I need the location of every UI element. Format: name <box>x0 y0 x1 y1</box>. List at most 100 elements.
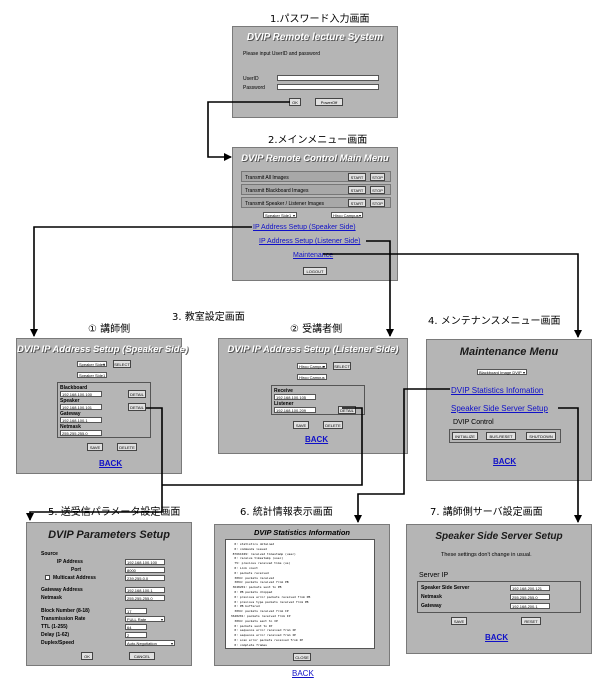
start-speaker-listener-button[interactable]: START <box>348 199 366 207</box>
listener-save-button[interactable]: SAVE <box>293 421 309 429</box>
password-label: Password <box>243 85 265 91</box>
speaker-netmask-input[interactable]: 255.255.255.0 <box>60 430 102 436</box>
server-gateway-input[interactable]: 192.168.200.1 <box>510 603 550 609</box>
server-setup-title: Speaker Side Server Setup <box>435 531 563 542</box>
server-back-link[interactable]: BACK <box>485 633 509 642</box>
delay-label: Delay (1-62) <box>41 632 70 638</box>
stop-blackboard-button[interactable]: STOP <box>370 186 385 194</box>
link-server-setup[interactable]: Speaker Side Server Setup <box>451 404 548 413</box>
listener-ip-setup-panel: DVIP IP Address Setup (Listener Side) Hi… <box>218 338 408 454</box>
speaker-select-button[interactable]: SELECT <box>113 360 131 368</box>
transmission-rate-select[interactable]: FULL Rate <box>125 616 165 622</box>
start-blackboard-button[interactable]: START <box>348 186 366 194</box>
speaker-save-button[interactable]: SAVE <box>87 443 103 451</box>
multicast-input[interactable]: 239.255.0.0 <box>125 575 165 581</box>
server-reset-button[interactable]: RESET <box>521 617 541 625</box>
source-label: Source <box>41 551 58 557</box>
password-input[interactable] <box>277 84 379 90</box>
caption-stats-screen: 6. 統計情報表示画面 <box>240 507 333 518</box>
speaker-address-group: Blackboard 192.168.100.100 DETAIL Speake… <box>57 382 151 438</box>
speaker-ip-input[interactable]: 192.168.100.101 <box>60 404 102 410</box>
blackboard-detail-button[interactable]: DETAIL <box>128 390 146 398</box>
speaker-setup-select[interactable]: Speaker Side1 <box>77 361 107 367</box>
login-panel: DVIP Remote lecture System Please input … <box>232 26 398 118</box>
delay-input[interactable]: 2 <box>125 632 147 638</box>
listener-label: Listener <box>274 401 294 407</box>
maintenance-title: Maintenance Menu <box>459 346 559 358</box>
server-note: These settings don't change in usual. <box>441 552 532 558</box>
blackboard-ip-input[interactable]: 192.168.100.100 <box>60 391 102 397</box>
gateway-address-label: Gateway Address <box>41 587 83 593</box>
server-setup-panel: Speaker Side Server Setup These settings… <box>406 524 592 654</box>
listener-detail-button[interactable]: DETAIL <box>338 406 356 414</box>
poweroff-button[interactable]: PowerOff <box>315 98 343 106</box>
caption-params-screen: 5. 送受信パラメータ設定画面 <box>48 507 181 518</box>
source-ip-input[interactable]: 192.168.100.100 <box>125 559 165 565</box>
receive-ip-input[interactable]: 192.168.100.105 <box>274 394 316 400</box>
maintenance-dvip-select[interactable]: Blackboard Image DVIP <box>477 369 527 375</box>
ttl-label: TTL (1-255) <box>41 624 68 630</box>
params-cancel-button[interactable]: CANCEL <box>129 652 155 660</box>
listener-select-button[interactable]: SELECT <box>333 362 351 370</box>
duplex-speed-label: Duplex/Speed <box>41 640 75 646</box>
server-ip-group: Speaker Side Server 192.168.200.121 Netm… <box>417 581 581 613</box>
server-save-button[interactable]: SAVE <box>451 617 467 625</box>
link-ip-setup-listener[interactable]: IP Address Setup (Listener Side) <box>259 238 361 245</box>
listener-back-link[interactable]: BACK <box>305 435 329 444</box>
stats-panel: DVIP Statistics Information 0: statistic… <box>214 524 390 666</box>
caption-classroom-setup-screen: 3. 教室設定画面 <box>172 312 245 323</box>
transmission-rate-label: Transmission Rate <box>41 616 86 622</box>
initialize-button[interactable]: INITIALIZE <box>452 432 478 440</box>
caption-main-menu-screen: 2.メインメニュー画面 <box>268 135 368 146</box>
dvip-control-group: INITIALIZE BUS-RESET SHUTDOWN <box>449 429 561 443</box>
speaker-select[interactable]: Speaker Side1 <box>263 212 297 218</box>
maintenance-back-link[interactable]: BACK <box>493 457 517 466</box>
stats-back-link[interactable]: BACK <box>292 669 314 678</box>
source-port-input[interactable]: 8000 <box>125 567 165 573</box>
params-netmask-input[interactable]: 255.255.255.0 <box>125 595 165 601</box>
login-ok-button[interactable]: OK <box>289 98 301 106</box>
stats-text: 0: statistics obtained 0: commands issue… <box>230 542 311 648</box>
dvip-control-label: DVIP Control <box>453 419 494 426</box>
listener-delete-button[interactable]: DELETE <box>323 421 343 429</box>
server-ip-input[interactable]: 192.168.200.121 <box>510 585 550 591</box>
source-ip-label: IP Address <box>57 559 83 565</box>
start-all-button[interactable]: START <box>348 173 366 181</box>
server-netmask-input[interactable]: 255.255.255.0 <box>510 594 550 600</box>
stop-all-button[interactable]: STOP <box>370 173 385 181</box>
params-ok-button[interactable]: OK <box>81 652 93 660</box>
server-netmask-label: Netmask <box>421 594 442 600</box>
listener-name-input[interactable]: Hiroo Campus <box>297 374 327 380</box>
shutdown-button[interactable]: SHUTDOWN <box>526 432 556 440</box>
speaker-detail-button[interactable]: DETAIL <box>128 403 146 411</box>
stats-title: DVIP Statistics Information <box>254 528 350 537</box>
link-ip-setup-speaker[interactable]: IP Address Setup (Speaker Side) <box>253 224 356 231</box>
gateway-address-input[interactable]: 192.168.100.1 <box>125 587 165 593</box>
multicast-checkbox[interactable] <box>45 575 50 580</box>
speaker-delete-button[interactable]: DELETE <box>117 443 137 451</box>
speaker-name-input[interactable]: Speaker Side1 <box>77 372 107 378</box>
stats-close-button[interactable]: CLOSE <box>293 653 311 661</box>
stop-speaker-listener-button[interactable]: STOP <box>370 199 385 207</box>
params-title: DVIP Parameters Setup <box>48 529 170 541</box>
duplex-speed-select[interactable]: Auto-Negotiation <box>125 640 175 646</box>
listener-ip-input[interactable]: 192.168.100.209 <box>274 407 316 413</box>
ttl-input[interactable]: 64 <box>125 624 147 630</box>
bus-reset-button[interactable]: BUS-RESET <box>486 432 516 440</box>
userid-input[interactable] <box>277 75 379 81</box>
caption-password-screen: 1.パスワード入力画面 <box>270 14 370 25</box>
logout-button[interactable]: LOGOUT <box>303 267 327 275</box>
stats-textarea[interactable]: 0: statistics obtained 0: commands issue… <box>225 539 375 649</box>
link-maintenance[interactable]: Maintenance <box>293 252 334 259</box>
maintenance-panel: Maintenance Menu Blackboard Image DVIP D… <box>426 339 592 481</box>
listener-select[interactable]: Hiroo Campus <box>331 212 363 218</box>
block-number-input[interactable]: 17 <box>125 608 147 614</box>
listener-setup-select[interactable]: Hiroo Campus <box>297 363 327 369</box>
link-dvip-statistics[interactable]: DVIP Statistics Infomation <box>451 386 544 395</box>
caption-maintenance-screen: 4. メンテナンスメニュー画面 <box>428 316 561 327</box>
server-ip-section: Server IP <box>419 572 449 579</box>
main-row-speaker-listener: Transmit Speaker / Listener Images START… <box>241 197 391 208</box>
source-port-label: Port <box>71 567 81 573</box>
speaker-back-link[interactable]: BACK <box>99 459 123 468</box>
speaker-gateway-input[interactable]: 192.168.100.1 <box>60 417 102 423</box>
